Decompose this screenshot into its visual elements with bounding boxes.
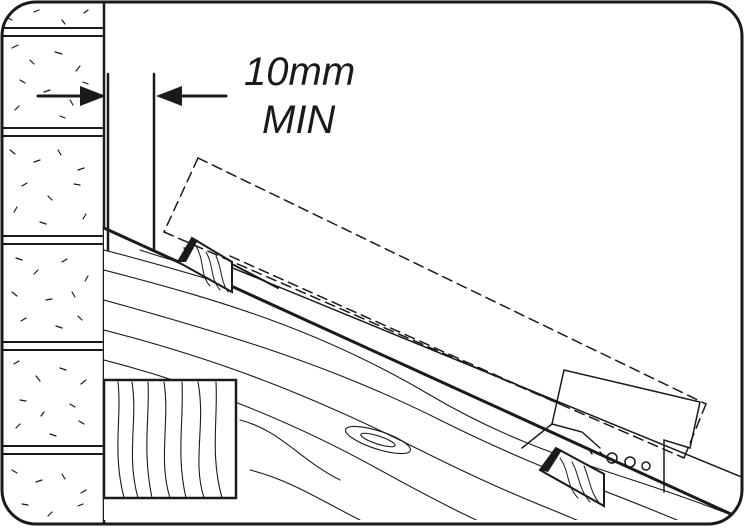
brick-wall xyxy=(2,2,106,524)
arrow-left-icon xyxy=(156,86,182,106)
brick-texture xyxy=(7,9,89,517)
wall-plate-grain xyxy=(117,381,223,498)
mortar-joints xyxy=(2,27,103,455)
dimension-value-label: 10mm xyxy=(244,50,356,94)
dashed-tile-outline xyxy=(163,157,707,459)
wall-plate xyxy=(102,378,238,500)
tile-clip xyxy=(521,369,701,493)
lower-batten xyxy=(538,446,605,508)
rafter xyxy=(102,226,742,522)
dimension-marker xyxy=(36,72,228,252)
dimension-qualifier-label: MIN xyxy=(262,98,336,142)
arrow-right-icon xyxy=(80,86,106,106)
